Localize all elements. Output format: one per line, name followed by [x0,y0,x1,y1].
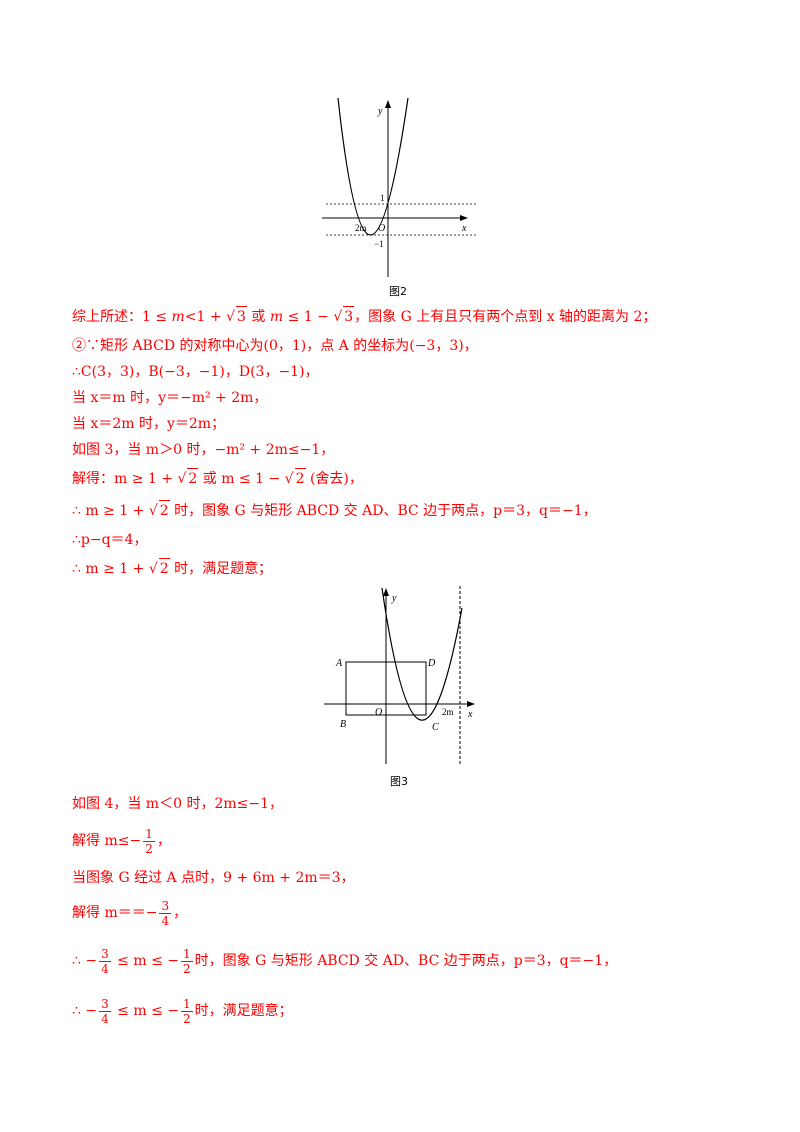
fig3-x-arrow [467,701,475,707]
fig2-x-arrow [460,215,468,221]
figure-2-caption: 图2 [389,285,407,298]
fig3-parabola [381,587,463,721]
fig3-label-A: A [335,658,343,669]
line-rectangle-center: ②∵矩形 ABCD 的对称中心为(0，1)，点 A 的坐标为(−3，3)， [72,338,478,354]
fig3-label-D: D [427,658,436,669]
line-therefore-2: ∴ m ≥ 1 + √2 时，满足题意； [72,558,272,579]
fig3-label-B: B [340,719,346,730]
figure-3: y x O A D B C 2m [322,584,486,768]
fig3-y-label: y [391,593,397,604]
figure-2-svg: y x O 1 −1 2m [322,97,478,277]
figure-3-svg: y x O A D B C 2m [324,586,475,766]
line-summary: 综上所述：1 ≤ m<1 + √3 或 m ≤ 1 − √3，图象 G 上有且只… [72,306,656,327]
line-x-equals-2m: 当 x＝2m 时，y＝2m； [72,416,226,432]
line-solve-1: 解得：m ≥ 1 + √2 或 m ≤ 1 − √2 (舍去)， [72,468,363,489]
line-p-minus-q: ∴p−q＝4， [72,532,148,548]
fig2-y-arrow [385,100,391,108]
fig2-x-label: x [461,223,467,234]
line-figure4-case: 如图 4，当 m＜0 时，2m≤−1， [72,796,283,812]
line-points: ∴C(3，3)，B(−3，−1)，D(3，−1)， [72,364,319,380]
figure-2: y x O 1 −1 2m [318,92,488,282]
fig3-y-arrow [383,588,389,596]
fig2-parabola [337,97,409,236]
line-therefore-1: ∴ m ≥ 1 + √2 时，图象 G 与矩形 ABCD 交 AD、BC 边于两… [72,500,597,521]
fig3-origin-label: O [375,707,382,718]
fig2-origin-label: O [378,223,385,234]
fig2-y-label: y [377,106,383,117]
fig2-label-2m: 2m [355,223,367,233]
line-x-equals-m: 当 x＝m 时，y＝−m² + 2m， [72,390,268,406]
fig2-label-1: 1 [380,193,385,203]
line-through-A: 当图象 G 经过 A 点时，9 + 6m + 2m＝3， [72,870,355,886]
fig3-label-2m: 2m [442,707,454,717]
line-figure3-case: 如图 3，当 m＞0 时，−m² + 2m≤−1， [72,442,335,458]
fig3-label-C: C [432,722,439,733]
fig2-label-neg1: −1 [374,239,384,249]
figure-3-caption: 图3 [390,775,408,788]
fig3-x-label: x [467,709,473,720]
